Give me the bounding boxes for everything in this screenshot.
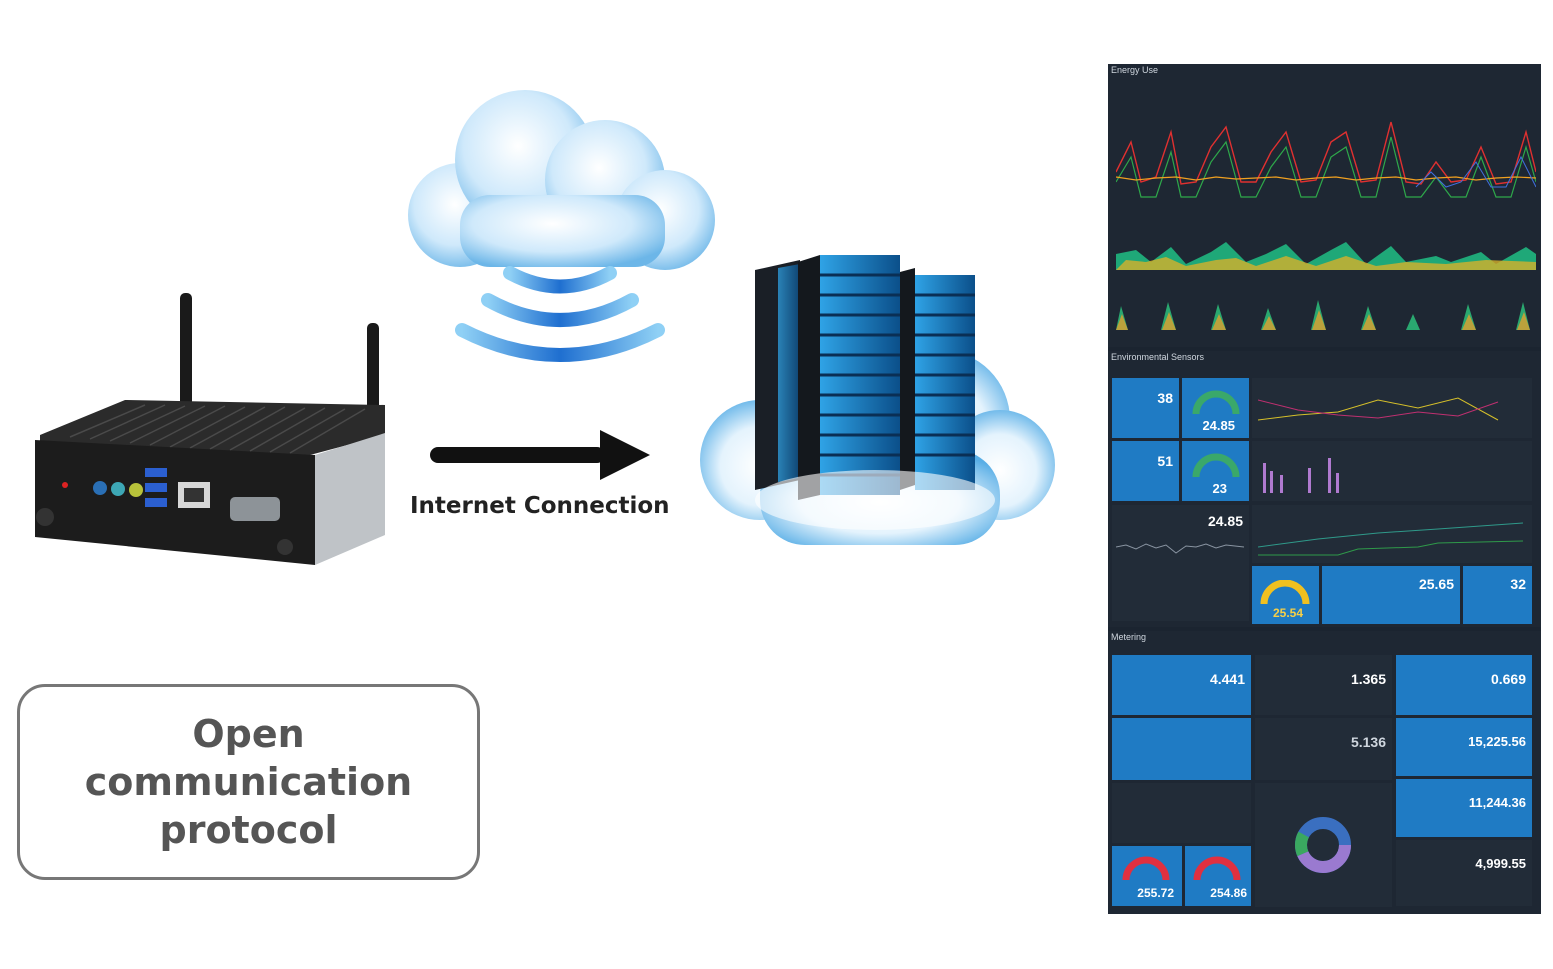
device-side: [315, 433, 385, 565]
power-consumed-value: 5.136: [1350, 734, 1386, 750]
indoor-humidity-value: 38: [1157, 390, 1173, 406]
usb-port-1: [145, 468, 167, 477]
comfort-gauge-value: 25.54: [1272, 606, 1303, 620]
indoor-outdoor-chart-tile: [1252, 505, 1532, 563]
power-distribution-tile: [1255, 783, 1392, 907]
solar-generation-chart: [1116, 300, 1530, 330]
server-rack-left: [755, 260, 800, 490]
power-imported-value: 1.365: [1350, 671, 1386, 687]
energy-generated-tile: 4,999.55: [1396, 840, 1532, 906]
voltage-inverter-tile: 254.86: [1185, 846, 1251, 906]
metering-panel: Metering 4.441 1.365 0.669 5.136 15,225.…: [1108, 631, 1541, 914]
energy-profile-chart: [1116, 121, 1536, 198]
power-exported-value: 0.669: [1490, 671, 1526, 687]
signal-wave-1: [503, 266, 617, 294]
energy-consumed-chart: [1116, 242, 1536, 270]
light-level-tile: 32: [1463, 566, 1532, 624]
indoor-temperature-value: 24.85: [1202, 418, 1235, 433]
temp-humidity-chart-tile: [1252, 378, 1532, 438]
light-level-value: 32: [1510, 576, 1526, 592]
outdoor-temperature-value: 23: [1212, 481, 1227, 496]
energy-imported-value: 11,244.36: [1468, 795, 1526, 810]
environmental-sensors-panel: Environmental Sensors 38 24.85 51 23 24.…: [1108, 351, 1541, 627]
solar-generated-tile: [1112, 783, 1251, 843]
cloud-server-icon: [700, 255, 1055, 545]
arrow-right-icon: [430, 430, 650, 480]
heat-index-tile: 25.65: [1322, 566, 1460, 624]
indoor-temperature-big-value: 24.85: [1207, 513, 1243, 529]
server-rack-right: [900, 268, 975, 490]
power-consuming-value: 4.441: [1209, 671, 1245, 687]
audio-port-teal: [111, 482, 125, 496]
protocol-box: Open communication protocol: [17, 684, 480, 880]
energy-consumed-value: 15,225.56: [1468, 734, 1526, 749]
indoor-humidity-tile: 38: [1112, 378, 1179, 438]
energy-generated-value: 4,999.55: [1475, 856, 1526, 871]
power-imported-tile: 1.365: [1255, 655, 1392, 715]
voltage-inverter-value: 254.86: [1210, 886, 1247, 900]
voltage-mains-value: 255.72: [1137, 886, 1174, 900]
outdoor-temperature-tile: 23: [1182, 441, 1249, 501]
cloud-shape: [408, 90, 715, 270]
usb-port-3: [145, 498, 167, 507]
serial-port: [230, 497, 280, 521]
power-exported-tile: 0.669: [1396, 655, 1532, 715]
antenna-left: [180, 293, 192, 413]
heat-index-value: 25.65: [1418, 576, 1454, 592]
energy-consumed-tile: 15,225.56: [1396, 718, 1532, 776]
voltage-mains-tile: 255.72: [1112, 846, 1182, 906]
power-stats-tile: [1112, 718, 1251, 780]
outdoor-humidity-value: 51: [1157, 453, 1173, 469]
power-consumed-tile: 5.136: [1255, 718, 1392, 780]
audio-port-green: [129, 483, 143, 497]
connection-label: Internet Connection: [410, 493, 670, 519]
indoor-temperature-tile: 24.85: [1182, 378, 1249, 438]
dashboard-screenshot: Energy Use Environmental Sensors 38 24.8…: [1108, 64, 1541, 914]
signal-wave-2: [481, 293, 639, 327]
power-consuming-tile: 4.441: [1112, 655, 1251, 715]
energy-use-title: Energy Use: [1111, 65, 1159, 75]
audio-port-blue: [93, 481, 107, 495]
cloud-wireless-icon: [408, 90, 715, 362]
edge-gateway-device: [35, 293, 385, 565]
metering-title: Metering: [1111, 632, 1147, 642]
movements-chart-tile: [1252, 441, 1532, 501]
environmental-sensors-title: Environmental Sensors: [1111, 352, 1205, 362]
signal-wave-3: [455, 323, 665, 362]
energy-imported-tile: 11,244.36: [1396, 779, 1532, 837]
energy-use-panel: Energy Use: [1108, 64, 1541, 347]
outdoor-humidity-tile: 51: [1112, 441, 1179, 501]
indoor-temperature-detail-tile: 24.85: [1112, 505, 1249, 621]
protocol-label: Open communication protocol: [84, 712, 413, 852]
comfort-gauge-tile: 25.54: [1252, 566, 1319, 624]
device-front: [35, 440, 315, 565]
server-rack-center: [798, 255, 900, 500]
led-indicator: [62, 482, 68, 488]
power-button: [36, 508, 54, 526]
usb-port-2: [145, 483, 167, 492]
